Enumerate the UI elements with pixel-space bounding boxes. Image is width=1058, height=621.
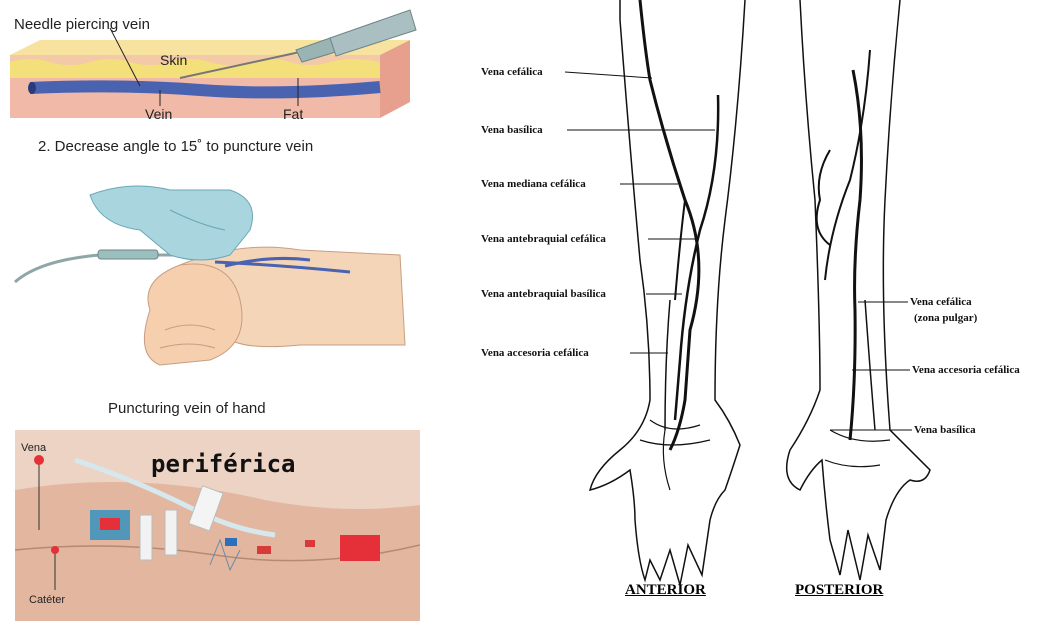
marker-red [257,546,271,554]
label-vena-mediana-cefalica: Vena mediana cefálica [481,178,586,190]
anterior-arm-outline [590,0,745,585]
skin-label: Skin [160,52,187,68]
vein-vessel [30,86,380,92]
label-post-vena-accesoria: Vena accesoria cefálica [912,364,1020,376]
posterior-title: POSTERIOR [795,582,883,599]
needle-label: Needle piercing vein [14,16,150,33]
arm-veins-drawing [470,0,1058,621]
catheter-hub [100,518,120,530]
arm-diagram: Vena cefálica Vena basílica Vena mediana… [470,0,1058,621]
marker-blue [225,538,237,546]
hand-panel: Puncturing vein of hand [0,170,420,420]
fat-label: Fat [283,106,303,122]
label-post-vena-cefalica: Vena cefálica [910,296,972,308]
label-vena-antebraquial-cefalica: Vena antebraquial cefálica [481,233,606,245]
marker-box [340,535,380,561]
catheter-panel: Vena periférica Catéter [15,430,420,621]
vena-pin [34,455,44,465]
fist [144,264,242,365]
label-post-zona-pulgar: (zona pulgar) [914,312,977,324]
posterior-arm-outline [787,0,930,580]
tape-strip-2 [165,510,177,555]
tape-strip [140,515,152,560]
label-vena-cefalica: Vena cefálica [481,66,543,78]
anterior-title: ANTERIOR [625,582,706,599]
label-vena-antebraquial-basilica: Vena antebraquial basílica [481,288,606,300]
vena-label: Vena [21,442,46,454]
cateter-label: Catéter [29,594,65,606]
catheter-title: periférica [151,450,296,478]
label-post-vena-basilica: Vena basílica [914,424,976,436]
gloved-hand [90,186,253,260]
butterfly-needle [98,250,158,259]
vein-opening [28,82,36,94]
marker-red-2 [305,540,315,547]
hand-illustration [0,170,420,420]
label-vena-accesoria-cefalica: Vena accesoria cefálica [481,347,589,359]
hand-caption: Puncturing vein of hand [108,400,266,417]
needle-panel: Needle piercing vein Skin Vein Fat 2. De… [0,0,420,165]
cateter-pin [51,546,59,554]
vein-label: Vein [145,106,172,122]
needle-caption: 2. Decrease angle to 15˚ to puncture vei… [38,138,313,155]
label-vena-basilica: Vena basílica [481,124,543,136]
